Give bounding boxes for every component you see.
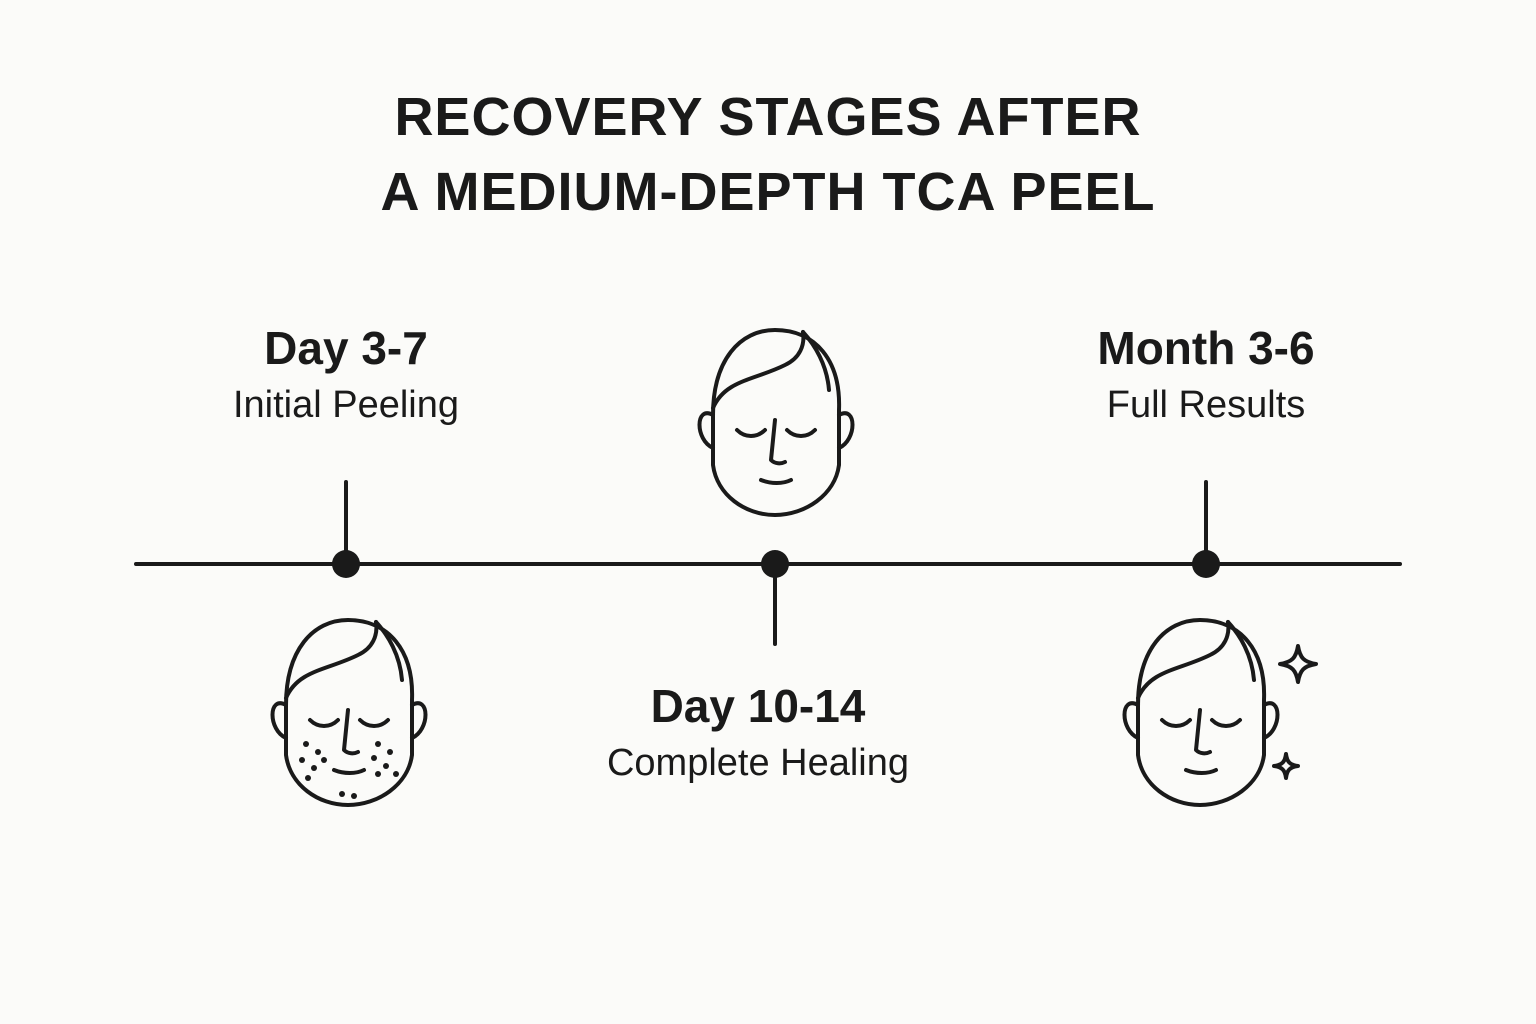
calm-face-icon [697,328,855,517]
stage-1-description: Initial Peeling [232,384,460,426]
stage-3-label: Month 3-6 Full Results [1006,320,1406,434]
face-with-sparkles-icon [1122,618,1318,807]
stage-3-marker [1192,480,1220,578]
face-with-peeling-dots-icon [270,618,428,807]
title-line-2: A MEDIUM-DEPTH TCA PEEL [380,162,1156,222]
title-line-1: RECOVERY STAGES AFTER [394,87,1142,147]
stage-3-day: Month 3-6 [1097,322,1315,374]
stage-2-label: Day 10-14 Complete Healing [558,678,958,792]
diagram-title: RECOVERY STAGES AFTER A MEDIUM-DEPTH TCA… [0,80,1536,230]
stage-3-description: Full Results [1106,384,1306,426]
stage-1-day: Day 3-7 [264,322,428,374]
sparkle-small-icon [1272,752,1300,780]
stage-2-marker [761,550,789,646]
stage-1-marker [332,480,360,578]
stage-1-label: Day 3-7 Initial Peeling [146,320,546,434]
stage-2-description: Complete Healing [606,742,910,784]
sparkle-large-icon [1278,644,1318,684]
stage-2-day: Day 10-14 [650,680,866,732]
